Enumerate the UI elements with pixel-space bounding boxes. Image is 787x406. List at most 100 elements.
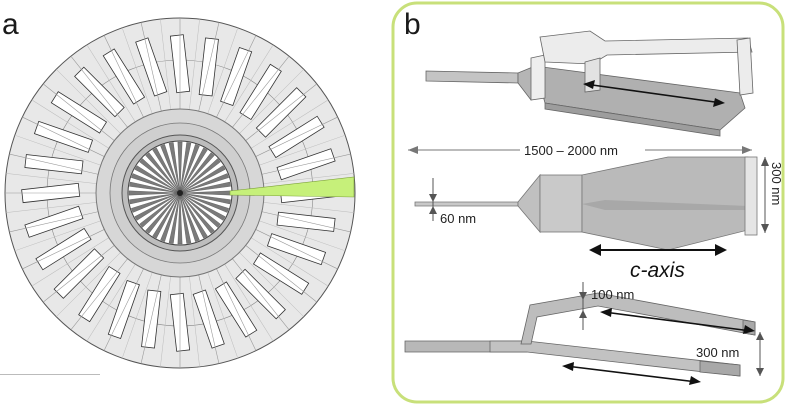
spoke	[129, 181, 181, 194]
slot-divider-minor	[86, 262, 137, 342]
slot-divider	[197, 22, 220, 114]
middle-taper	[517, 173, 541, 234]
slot-divider-minor	[31, 99, 111, 150]
top-3d-structure	[425, 30, 754, 137]
slot-divider-minor	[206, 270, 239, 359]
spoke	[152, 192, 181, 239]
slot-divider-minor	[160, 274, 172, 367]
slot-divider-minor	[56, 250, 123, 317]
spoke	[145, 192, 181, 234]
top-arrow-head-left	[583, 80, 595, 89]
slot-divider-minor	[31, 236, 111, 287]
slot-divider	[70, 55, 130, 130]
slot-divider	[243, 243, 318, 303]
slot-divider-minor	[6, 173, 99, 185]
spoke	[179, 158, 221, 194]
top-bridge-left-leg	[530, 54, 546, 101]
spoke	[179, 192, 226, 221]
slot-divider-minor	[237, 250, 304, 317]
slot-divider	[253, 116, 338, 158]
slot-divider-minor	[188, 19, 200, 112]
slot-divider-minor	[86, 44, 137, 124]
slot-divider-minor	[160, 19, 172, 112]
length-arrow-left	[408, 146, 418, 154]
slot-divider	[9, 210, 101, 233]
spoke	[179, 165, 226, 194]
spoke	[168, 142, 181, 194]
slot-divider	[103, 266, 145, 351]
slot-divider-minor	[223, 44, 274, 124]
spoke	[168, 192, 181, 244]
spoke	[179, 192, 192, 244]
top-bridge-top	[539, 30, 753, 65]
slot-divider	[22, 228, 107, 270]
middle-wing-groove	[582, 200, 748, 210]
slot-divider-minor	[223, 262, 274, 342]
spoke-array	[128, 141, 232, 245]
top-slab-front	[544, 102, 721, 137]
slot-divider-minor	[257, 134, 346, 167]
middle-end-cap	[744, 156, 758, 236]
spoke	[179, 192, 221, 228]
spoke-center	[177, 190, 183, 196]
outer-slot-ring	[5, 18, 355, 368]
spoke	[139, 192, 181, 228]
spoke	[179, 192, 200, 242]
panel-label-a: a	[2, 8, 19, 41]
width-60-label: 60 nm	[440, 211, 476, 226]
top-dimension-arrow	[584, 83, 723, 104]
spoke	[179, 181, 231, 194]
highlight-wedge	[229, 176, 355, 198]
slot-divider-minor	[56, 69, 123, 136]
spoke	[152, 147, 181, 194]
spoke	[179, 173, 229, 194]
width-300-label: 300 nm	[769, 162, 784, 205]
slot-divider	[215, 35, 257, 120]
slot-divider-minor	[206, 27, 239, 116]
top-bridge-right-leg	[736, 37, 754, 96]
middle-center-block	[539, 174, 583, 233]
height-300-label: 300 nm	[696, 345, 739, 360]
spoke	[160, 144, 181, 194]
circular-resonator-diagram	[0, 17, 356, 375]
slot-divider	[230, 256, 290, 331]
spoke	[129, 192, 181, 205]
slot-divider	[103, 35, 145, 120]
slot-divider	[70, 256, 130, 331]
spoke	[179, 144, 200, 194]
slot-divider-minor	[14, 134, 103, 167]
slot-divider-minor	[188, 274, 200, 367]
spoke	[179, 142, 192, 194]
slot-divider	[253, 228, 338, 270]
top-left-rod	[425, 70, 519, 84]
slot-divider	[243, 83, 318, 143]
spoke	[179, 192, 229, 213]
middle-plan-view: 1500 – 2000 nm 300 nm 60 nm c-axis	[408, 141, 784, 282]
slot-divider-minor	[121, 27, 154, 116]
slot-divider	[9, 153, 101, 176]
middle-left-rod	[414, 201, 519, 207]
spoke	[179, 147, 208, 194]
slot-divider-minor	[237, 69, 304, 136]
slot-divider	[230, 55, 290, 130]
slot-divider-minor	[257, 219, 346, 252]
panel-label-b: b	[404, 8, 421, 41]
slot-divider-minor	[249, 236, 329, 287]
spoke	[145, 152, 181, 194]
spoke	[128, 190, 181, 196]
spoke	[134, 192, 181, 221]
bottom-3d-structure: 100 nm 300 nm	[404, 282, 764, 385]
bottom-lower-beam-front	[699, 360, 741, 377]
slot-divider	[259, 153, 351, 176]
caxis-label: c-axis	[630, 259, 685, 282]
slot-divider	[140, 272, 163, 364]
spoke	[177, 192, 183, 245]
slot-divider	[42, 243, 117, 303]
length-range-label: 1500 – 2000 nm	[524, 143, 618, 158]
slot-divider-minor	[261, 201, 354, 213]
spoke	[139, 158, 181, 194]
slot-divider-minor	[6, 201, 99, 213]
spoke	[131, 192, 181, 213]
spoke	[179, 192, 215, 234]
